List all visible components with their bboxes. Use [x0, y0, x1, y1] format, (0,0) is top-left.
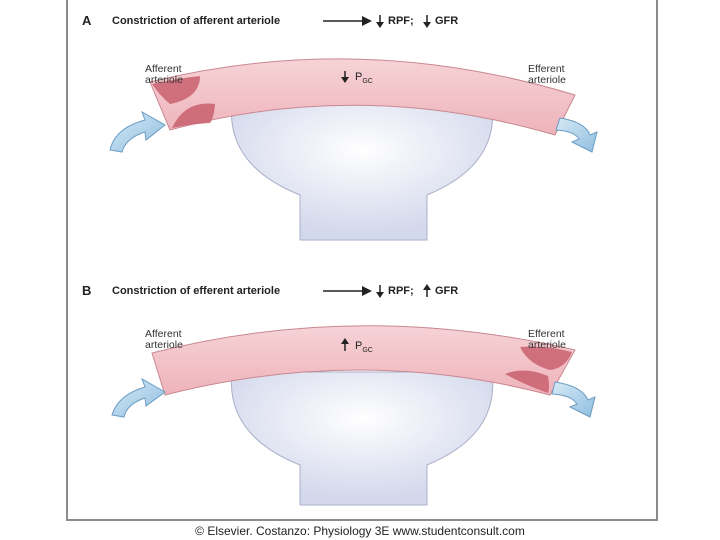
gfr-down-arrow-a	[423, 15, 431, 28]
inflow-arrow-a	[109, 110, 166, 153]
pgc-up-arrow-b	[341, 338, 349, 351]
panel-b-diagram	[111, 284, 596, 506]
panel-a-letter: A	[82, 13, 92, 28]
panel-b-rpf-label: RPF;	[388, 285, 414, 297]
panel-a-pressure-label: PGC	[355, 71, 373, 86]
afferent-constriction-lower-a	[172, 103, 215, 128]
panel-a-afferent-label: Afferent arteriole	[145, 63, 183, 86]
glomerulus-capsule-a	[230, 101, 494, 241]
panel-b-afferent-label: Afferent arteriole	[145, 328, 183, 351]
pgc-down-arrow-a	[341, 71, 349, 83]
panel-b-pressure-label: PGC	[355, 340, 373, 355]
panel-a-gfr-label: GFR	[435, 15, 459, 27]
gfr-up-arrow-b	[423, 284, 431, 297]
outflow-arrow-b	[551, 381, 596, 418]
panel-b-efferent-label: Efferent arteriole	[528, 328, 566, 351]
panel-a-efferent-label: Efferent arteriole	[528, 63, 566, 86]
outflow-arrow-a	[555, 117, 598, 153]
panel-a-rpf-label: RPF;	[388, 15, 414, 27]
efferent-constriction-upper-b	[520, 346, 572, 370]
panel-a-diagram	[109, 15, 598, 241]
panel-b-gfr-label: GFR	[435, 285, 459, 297]
inflow-arrow-b	[111, 377, 166, 418]
panel-b-letter: B	[82, 283, 92, 298]
rpf-down-arrow-a	[376, 15, 384, 28]
panel-b-title: Constriction of efferent arteriole	[112, 285, 281, 297]
copyright-footer: © Elsevier. Costanzo: Physiology 3E www.…	[195, 524, 525, 538]
afferent-constriction-upper-a	[152, 76, 200, 104]
arteriole-vessel-a	[149, 58, 576, 136]
arteriole-vessel-b	[151, 325, 576, 396]
efferent-constriction-lower-b	[505, 370, 549, 393]
panel-a-title: Constriction of afferent arteriole	[112, 15, 281, 27]
rpf-down-arrow-b	[376, 285, 384, 298]
glomerulus-capsule-b	[230, 371, 494, 506]
